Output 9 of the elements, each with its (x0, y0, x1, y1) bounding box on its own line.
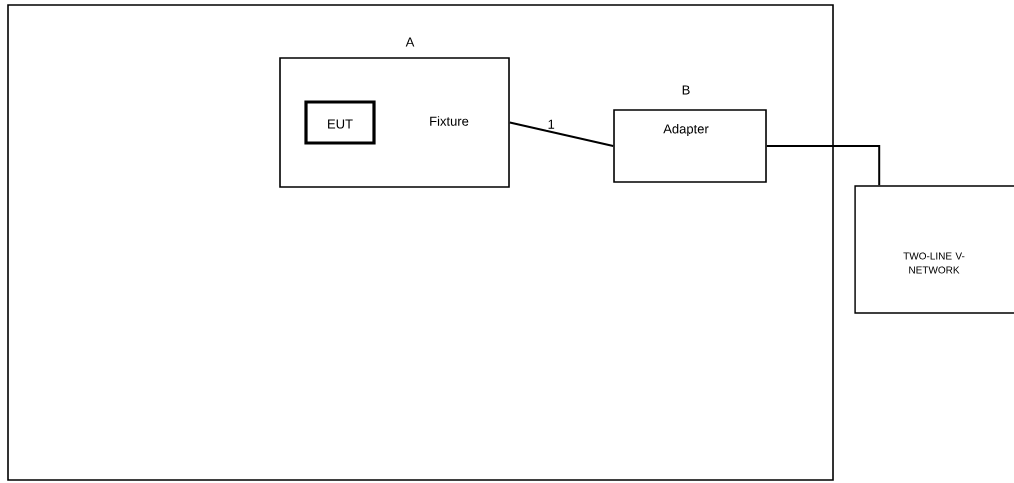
enclosure-box (7, 4, 834, 481)
component-box: B Adapter (613, 85, 767, 183)
component-box: EUT (304, 100, 376, 145)
edge-label: 1 (548, 119, 555, 129)
connection-line (765, 145, 881, 187)
connection-line (508, 121, 615, 147)
node-label: B (682, 85, 690, 95)
node-label: A (405, 37, 415, 47)
component-box: TWO-LINE V- NETWORK (854, 185, 1014, 314)
